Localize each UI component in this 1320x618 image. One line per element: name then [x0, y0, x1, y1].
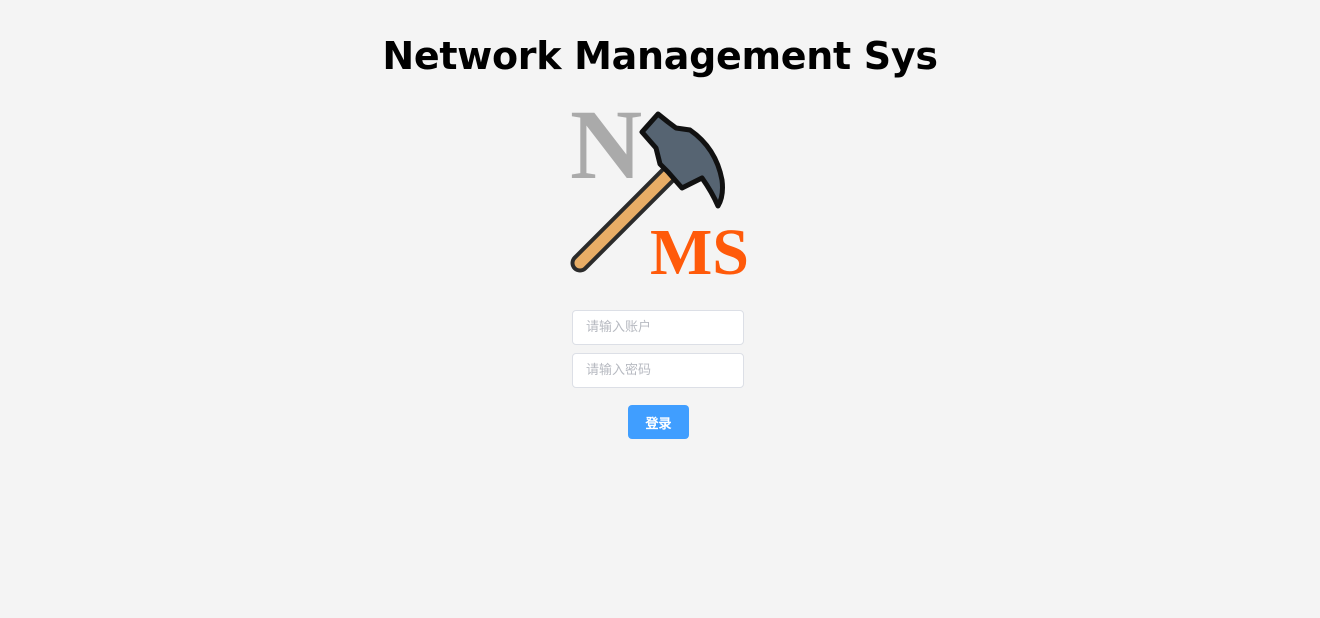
account-input[interactable] [573, 311, 743, 344]
logo-graphic: N MS [570, 89, 749, 289]
password-field[interactable] [572, 353, 744, 388]
login-button[interactable]: 登录 [628, 405, 689, 439]
logo-letter-n: N [570, 89, 642, 200]
logo-letters-ms: MS [650, 216, 749, 289]
nms-logo: N MS [548, 84, 768, 294]
password-input[interactable] [573, 354, 743, 387]
page-title: Network Management Sys [382, 34, 938, 78]
account-field[interactable] [572, 310, 744, 345]
hammer-icon [570, 111, 725, 273]
